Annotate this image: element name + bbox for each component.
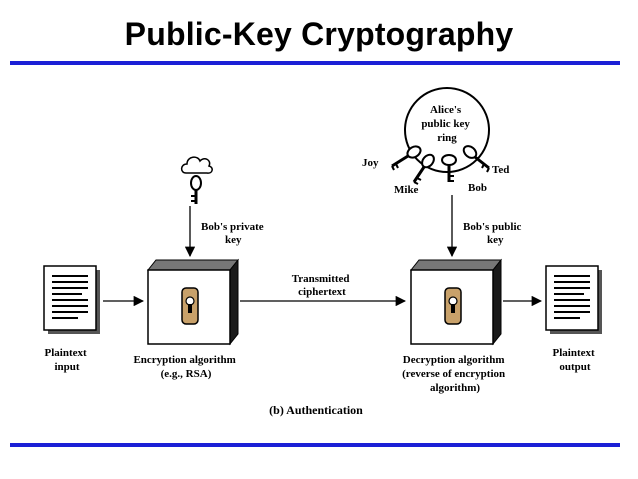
plaintext-input-label: Plaintext input: [45, 347, 90, 373]
transmitted-ciphertext-label: Transmitted ciphertext: [292, 273, 353, 298]
mike-key-icon: [412, 153, 435, 185]
lock-icon: [444, 287, 462, 325]
figure-caption: (b) Authentication: [269, 403, 363, 417]
encryption-algorithm-label: Encryption algorithm (e.g., RSA): [133, 354, 238, 380]
joy-label: Joy: [362, 157, 379, 169]
bob-key-icon: [441, 154, 457, 182]
mike-label: Mike: [394, 184, 419, 196]
key-ring-icon: [404, 87, 490, 173]
page-title: Public-Key Cryptography: [124, 16, 514, 52]
cloud-icon: [180, 156, 213, 174]
plaintext-output-label: Plaintext output: [553, 347, 598, 373]
plaintext-output-document-icon: [545, 265, 602, 334]
decryption-algorithm-label: Decryption algorithm (reverse of encrypt…: [402, 354, 508, 394]
bobs-private-key-label: Bob's private key: [201, 221, 266, 246]
ted-label: Ted: [492, 164, 509, 176]
bobs-public-key-label: Bob's public key: [463, 221, 524, 246]
key-ring-label: Alice's public key ring: [421, 104, 472, 144]
key-icon: [190, 175, 202, 204]
plaintext-input-document-icon: [43, 265, 100, 334]
bottom-divider: [10, 443, 620, 447]
bob-label: Bob: [468, 182, 487, 194]
joy-key-icon: [391, 145, 422, 171]
top-divider: [10, 61, 620, 65]
lock-icon: [181, 287, 199, 325]
ted-key-icon: [462, 145, 490, 173]
